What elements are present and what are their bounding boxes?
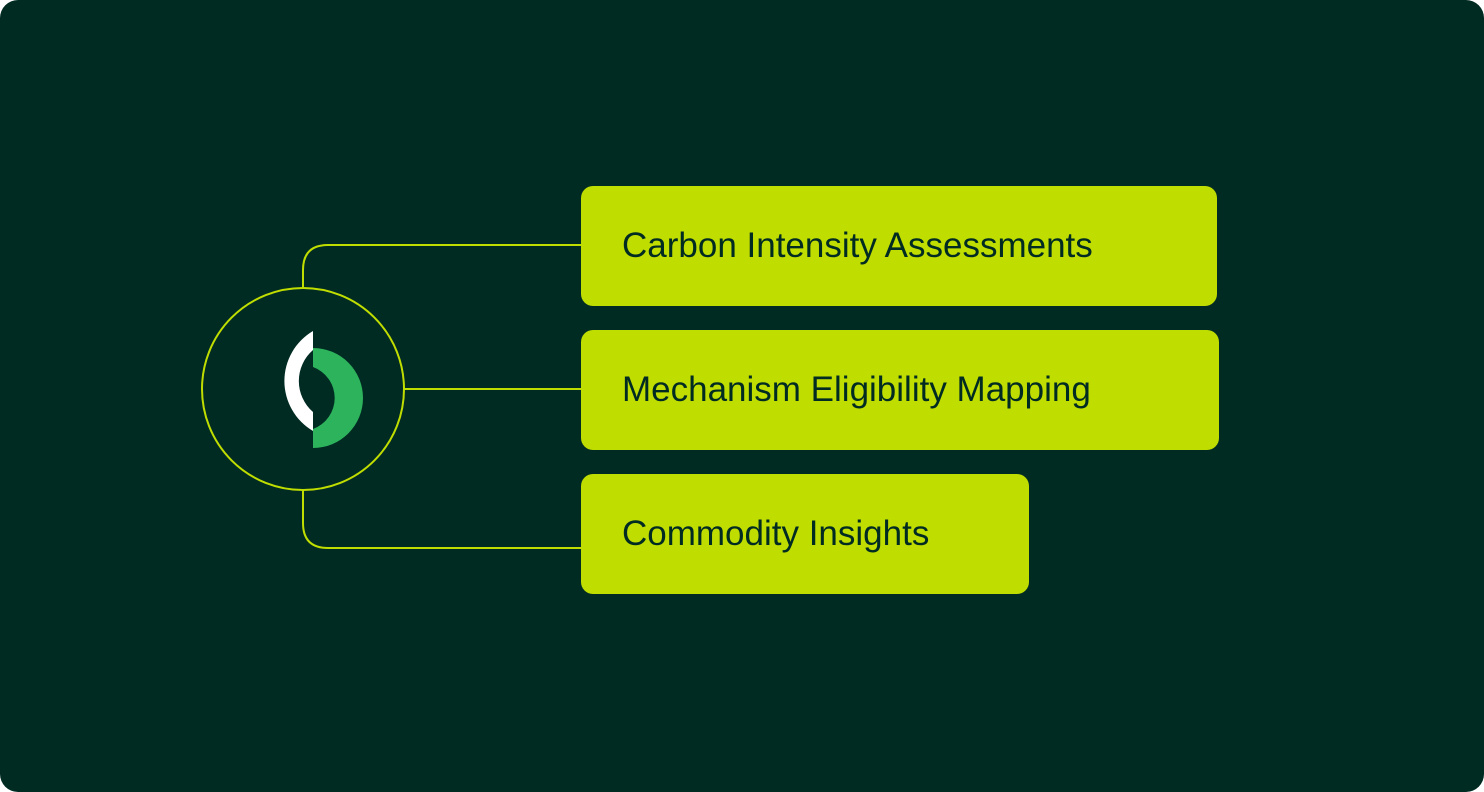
item-box-commodity-insights[interactable]: Commodity Insights — [581, 474, 1029, 594]
logo-green-arc — [313, 348, 363, 448]
connector-bottom — [302, 490, 581, 549]
item-label: Commodity Insights — [622, 514, 930, 553]
brand-logo-icon — [284, 331, 363, 448]
item-label: Carbon Intensity Assessments — [622, 226, 1093, 265]
logo-white-arc — [284, 331, 313, 431]
item-label: Mechanism Eligibility Mapping — [622, 370, 1091, 409]
item-box-carbon-intensity[interactable]: Carbon Intensity Assessments — [581, 186, 1217, 306]
connector-top — [302, 244, 581, 288]
item-box-mechanism-eligibility[interactable]: Mechanism Eligibility Mapping — [581, 330, 1219, 450]
